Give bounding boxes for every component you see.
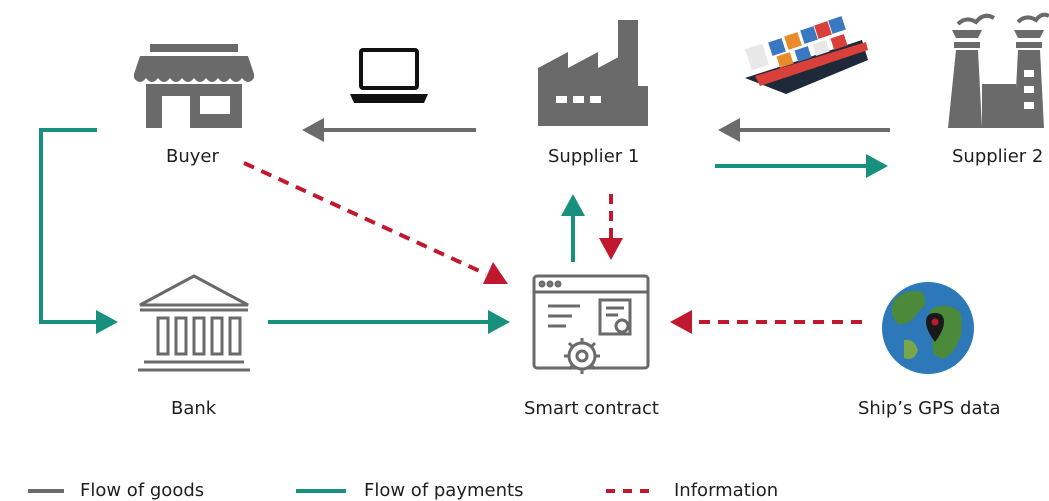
payment-arrow-supplier1-to-supplier2 [715,154,888,178]
smart-contract-label: Smart contract [524,398,659,419]
goods-arrow-supplier1-to-buyer [302,118,476,142]
payment-arrow-buyer-to-bank [39,128,118,334]
supplier2-label: Supplier 2 [952,146,1044,167]
bank-label: Bank [171,398,217,419]
storefront-icon [134,44,254,128]
info-arrow-supplier1-to-smart-contract [599,194,623,260]
laptop-icon [350,48,428,103]
info-arrow-buyer-to-smart-contract [243,161,508,284]
legend-goods-label: Flow of goods [80,480,205,501]
smart-contract-icon [532,274,650,374]
factory-icon [538,20,648,126]
goods-arrow-supplier2-to-supplier1 [718,118,890,142]
bank-icon [138,274,250,372]
buyer-label: Buyer [166,146,219,167]
payment-arrow-bank-to-smart-contract [268,310,510,334]
supplier1-label: Supplier 1 [548,146,640,167]
factory-icon [948,12,1049,128]
globe-pin-icon [882,282,974,374]
cargo-ship-icon [745,16,868,94]
legend-payments-label: Flow of payments [364,480,524,501]
legend-information-label: Information [674,480,779,501]
gps-label: Ship’s GPS data [858,398,1001,419]
info-arrow-gps-to-smart-contract [670,310,862,334]
payment-arrow-smart-contract-to-supplier1 [561,194,585,262]
